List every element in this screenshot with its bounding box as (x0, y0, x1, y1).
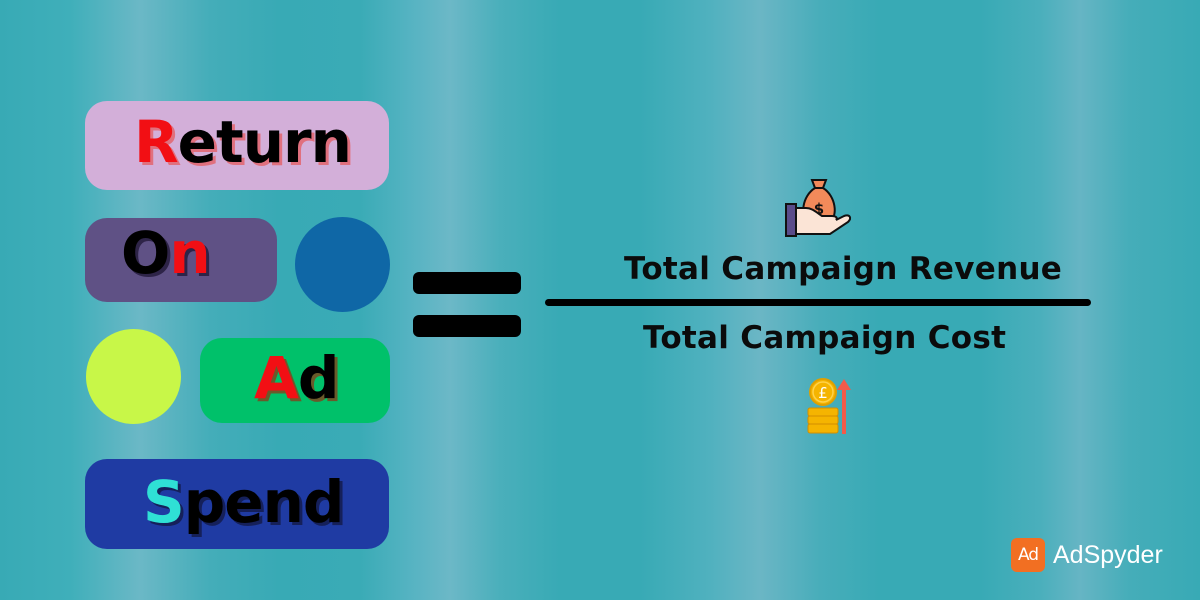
return-rest: eturn (177, 108, 352, 176)
money-bag-in-hand-icon: $ (785, 179, 852, 237)
return-word: Return (134, 113, 352, 171)
fraction-line (545, 299, 1091, 306)
numerator-text: Total Campaign Revenue (624, 251, 1063, 287)
spend-box (85, 459, 389, 549)
spend-word: Spend (143, 473, 344, 531)
blue-circle (295, 217, 390, 312)
pound-coins-rising-icon: £ (807, 378, 851, 434)
spend-rest: pend (183, 468, 345, 536)
equals-bar-top (413, 272, 521, 294)
on-box (85, 218, 277, 302)
svg-text:£: £ (818, 384, 828, 402)
brand-name: AdSpyder (1053, 541, 1163, 569)
yellow-circle (86, 329, 181, 424)
adspyder-logo-icon: Ad (1011, 538, 1045, 572)
ad-initial: A (254, 344, 299, 412)
ad-rest: d (297, 344, 340, 412)
ad-box (200, 338, 390, 423)
on-rest: n (169, 219, 210, 287)
spend-initial: S (143, 468, 185, 536)
on-word: On (121, 224, 211, 282)
return-initial: R (134, 108, 179, 176)
return-box (85, 101, 389, 190)
ad-word: Ad (254, 349, 339, 407)
denominator-text: Total Campaign Cost (643, 320, 1007, 356)
svg-text:$: $ (814, 200, 824, 218)
logo-mark-text: Ad (1017, 545, 1039, 565)
on-initial: O (121, 219, 170, 287)
equals-bar-bottom (413, 315, 521, 337)
